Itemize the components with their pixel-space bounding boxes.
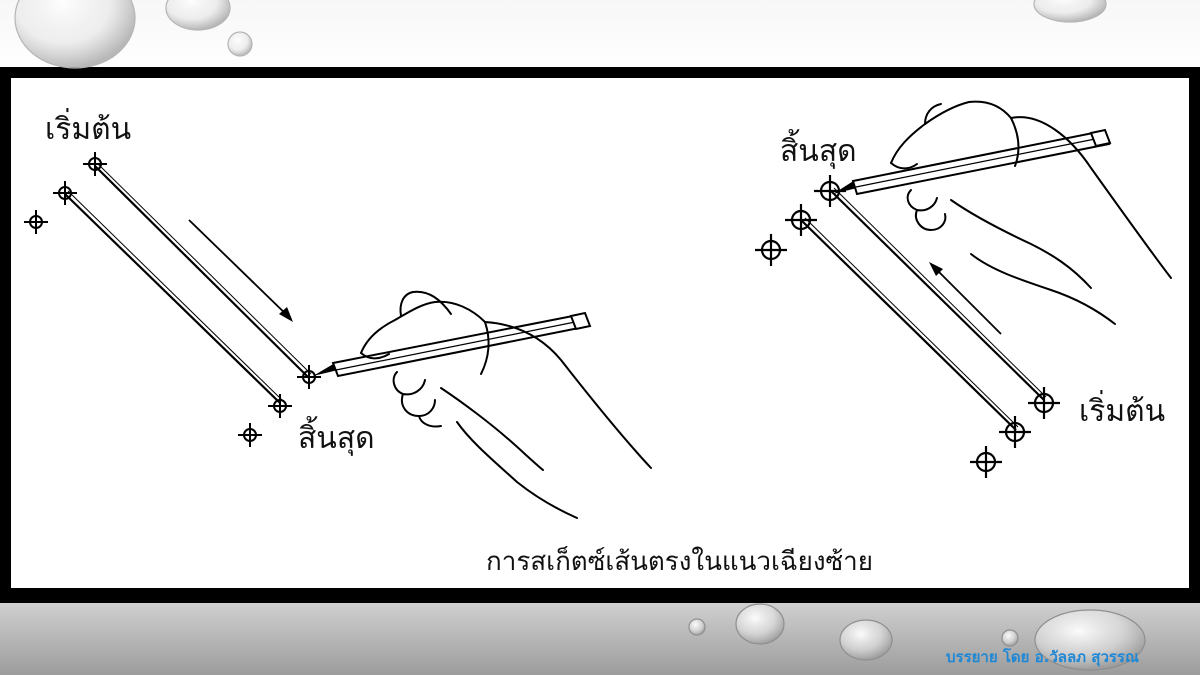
sketch-line-left-1	[94, 163, 312, 379]
pencil-icon	[833, 128, 1112, 196]
diagram-caption: การสเก็ตซ์เส้นตรงในแนวเฉียงซ้าย	[486, 547, 874, 577]
sketch-line-left-2	[64, 190, 283, 404]
crosshair-icon	[997, 414, 1033, 450]
crosshair-icon	[82, 151, 108, 177]
left-sketch-group	[23, 151, 652, 519]
crosshair-icon	[968, 444, 1004, 480]
right-sketch-group	[753, 100, 1172, 480]
hand-icon	[360, 290, 652, 519]
crosshair-icon	[237, 422, 263, 448]
crosshair-icon	[267, 393, 293, 419]
end-label-left: สิ้นสุด	[298, 421, 375, 456]
hand-icon	[890, 100, 1172, 325]
arrow-icon	[188, 219, 293, 322]
diagram-frame: เริ่มต้น สิ้นสุด สิ้นสุด เริ่มต้น การสเก…	[0, 67, 1200, 603]
start-label-right: เริ่มต้น	[1079, 394, 1166, 429]
sketch-line-right-1	[830, 187, 1047, 401]
crosshair-icon	[23, 209, 49, 235]
diagram-canvas: เริ่มต้น สิ้นสุด สิ้นสุด เริ่มต้น การสเก…	[11, 78, 1189, 588]
start-label-left: เริ่มต้น	[45, 112, 132, 147]
slide-top-background	[0, 0, 1200, 70]
end-label-right: สิ้นสุด	[780, 134, 857, 169]
crosshair-icon	[753, 232, 789, 268]
arrow-icon	[929, 262, 1002, 335]
crosshair-icon	[1026, 385, 1062, 421]
sketch-line-right-2	[801, 217, 1019, 431]
slide-bottom-background	[0, 600, 1200, 675]
sketch-illustration	[23, 100, 1172, 519]
pencil-icon	[313, 311, 592, 378]
lecturer-credit: บรรยาย โดย อ.วัลลภ สุวรรณ	[946, 648, 1139, 666]
